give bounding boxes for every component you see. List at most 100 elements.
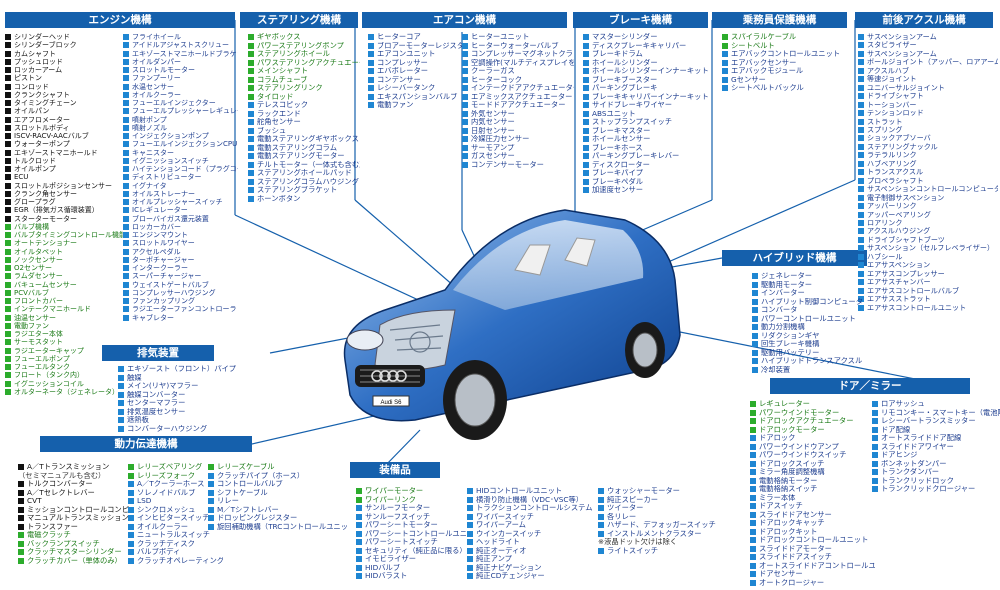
list-item: ファンプーリー <box>123 74 238 82</box>
list-item: エアサスコンプレッサー <box>858 270 998 278</box>
list-item: オイルパン <box>5 107 123 115</box>
list-item: プロペラシャフト <box>858 177 998 185</box>
list-item: ヘッドライト <box>467 538 597 547</box>
list-item: シリンダーヘッド <box>5 33 123 41</box>
list-item: センターマフラー <box>118 399 248 408</box>
list-item: シフトケーブル <box>208 489 350 498</box>
list-item: ドアロックアクチュエーター <box>750 417 875 426</box>
list-item: アクセルペダル <box>123 248 238 256</box>
list-item: LSD <box>128 497 223 506</box>
list-item: ミッションコントロールコンピューター <box>18 506 133 515</box>
list-item: 遮熱板 <box>118 416 248 425</box>
list-item: A／Tセレクトレバー <box>18 489 133 498</box>
list-item: ニュートラルスイッチ <box>128 531 223 540</box>
list-item: サイドブレーキワイヤー <box>583 101 708 110</box>
list-item: ミラー角度調整機構 <box>750 468 875 477</box>
list-item: 純正アンプ <box>467 555 597 564</box>
list-item: トーションバー <box>858 101 998 109</box>
list-item: ファンカップリング <box>123 297 238 305</box>
list-item: オートテンショナー <box>5 239 123 247</box>
list-item: キャニスター <box>123 149 238 157</box>
list-item: パーキングブレーキ <box>583 84 708 93</box>
list-item: 動力分割機構 <box>752 323 872 332</box>
list-item: トランスアクスル <box>858 168 998 176</box>
list-item: ストラット <box>858 118 998 126</box>
list-item: 外気センサー <box>462 110 574 119</box>
list-item: 噴射ポンプ <box>123 116 238 124</box>
list-item: パワーシートスイッチ <box>356 538 466 547</box>
list-item: パーキングブレーキレバー <box>583 152 708 161</box>
list-item: 冷媒圧力センサー <box>462 135 574 144</box>
list-item: ステアリングコラムハウジング <box>248 178 360 187</box>
list-item: グロープラグ <box>5 198 123 206</box>
list-item: スロットルポジションセンサー <box>5 182 123 190</box>
list-item: コンプレッサー <box>368 59 463 68</box>
list-item: イモビライザー <box>356 555 466 564</box>
list-item: エキゾースト（フロント）パイプ <box>118 365 248 374</box>
list-item: ラックエンド <box>248 110 360 119</box>
list-item: パワーコントロールユニット <box>752 315 872 324</box>
list-item: 噴射ノズル <box>123 124 238 132</box>
list-item: クラッチカバー（単体のみ） <box>18 557 133 566</box>
list-item: インテークドアアクチュエーター <box>462 84 574 93</box>
list-item: オイルクーラー <box>123 91 238 99</box>
list-item: 純正ナビゲーション <box>467 564 597 573</box>
list-item: ブローバイガス還元装置 <box>123 215 238 223</box>
list-item: コンデンサーモーター <box>462 161 574 170</box>
list-item: エンジンマウント <box>123 231 238 239</box>
list-item: インストルメントクラスター <box>598 530 728 539</box>
header-steering: ステアリング機構 <box>240 12 358 28</box>
list-item: ロッカーアーム <box>5 66 123 74</box>
steering-list: ギヤボックスパワーステアリングポンプステアリングホイールパワステアリングアクチュ… <box>248 33 360 203</box>
list-item: ドアロックモーター <box>750 426 875 435</box>
list-item: ディスクブレーキキャリパー <box>583 42 708 51</box>
list-item: ドアセンサー <box>750 570 875 579</box>
list-item: ホイールシリンダーインナーキット <box>583 67 708 76</box>
list-item: ラジエーターキャップ <box>5 347 123 355</box>
list-item: パワーステアリングポンプ <box>248 42 360 51</box>
list-item: ツイーター <box>598 504 728 513</box>
list-item: トランクダンパー <box>872 468 1000 477</box>
list-item: ABSユニット <box>583 110 708 119</box>
list-item: 内気センサー <box>462 118 574 127</box>
list-item: ラジエター本体 <box>5 330 123 338</box>
car-badge: Audi S6 <box>380 400 402 406</box>
list-item: アッパーリンク <box>858 202 998 210</box>
list-item: エアミックスアクチュエーター <box>462 93 574 102</box>
equipment-list-1: ワイパーモーターワイパーリンクサンルーフモーターサンルーフスイッチパワーシートモ… <box>356 487 466 581</box>
list-item: ノックセンサー <box>5 256 123 264</box>
list-item: スターターモーター <box>5 215 123 223</box>
equipment-list-3: ウォッシャーモーター純正スピーカーツイーター各リレーハザード、デフォッガースイッ… <box>598 487 728 555</box>
list-item: ラジエーターファンコントローラ <box>123 305 238 313</box>
list-item: ショックアブソーバ <box>858 134 998 142</box>
list-item: ドアロックコントロールユニット <box>750 536 875 545</box>
list-item: 油温センサー <box>5 314 123 322</box>
list-item: HIDバルブ <box>356 564 466 573</box>
list-item: 電動ステアリングギヤボックス <box>248 135 360 144</box>
list-item: スライドドアスイッチ <box>750 553 875 562</box>
list-item: スロットルボディ <box>5 124 123 132</box>
list-item: M／Tシフトレバー <box>208 506 350 515</box>
list-item: エアサスコントロールバルブ <box>858 287 998 295</box>
list-item: ドアスイッチ <box>750 502 875 511</box>
list-item: ハザード、デフォッガースイッチ <box>598 521 728 530</box>
list-item: ソレノイドバルブ <box>128 489 223 498</box>
list-item: ワイパースイッチ <box>467 513 597 522</box>
list-item: リレー <box>208 497 350 506</box>
list-item: メイン(リヤ)マフラー <box>118 382 248 391</box>
list-item: ハイテンションコード（プラグコード） <box>123 165 238 173</box>
list-item: エアフロメーター <box>5 116 123 124</box>
list-item: エアサスペンション <box>858 261 998 269</box>
list-item: ガスセンサー <box>462 152 574 161</box>
list-item: スライドドアワイヤー <box>872 443 1000 452</box>
list-item: コンデンサー <box>368 76 463 85</box>
list-item: ブレーキペダル <box>583 178 708 187</box>
list-item: コンプレッサーマグネットクラッチ <box>462 50 574 59</box>
list-item: テレスコピック <box>248 101 360 110</box>
list-item: インテークマニホールド <box>5 305 123 313</box>
list-item: スプリング <box>858 126 998 134</box>
list-item: フューエルインジェクションCPU <box>123 140 238 148</box>
list-item: ワイパーアーム <box>467 521 597 530</box>
list-item: ステアリングリンク <box>248 84 360 93</box>
